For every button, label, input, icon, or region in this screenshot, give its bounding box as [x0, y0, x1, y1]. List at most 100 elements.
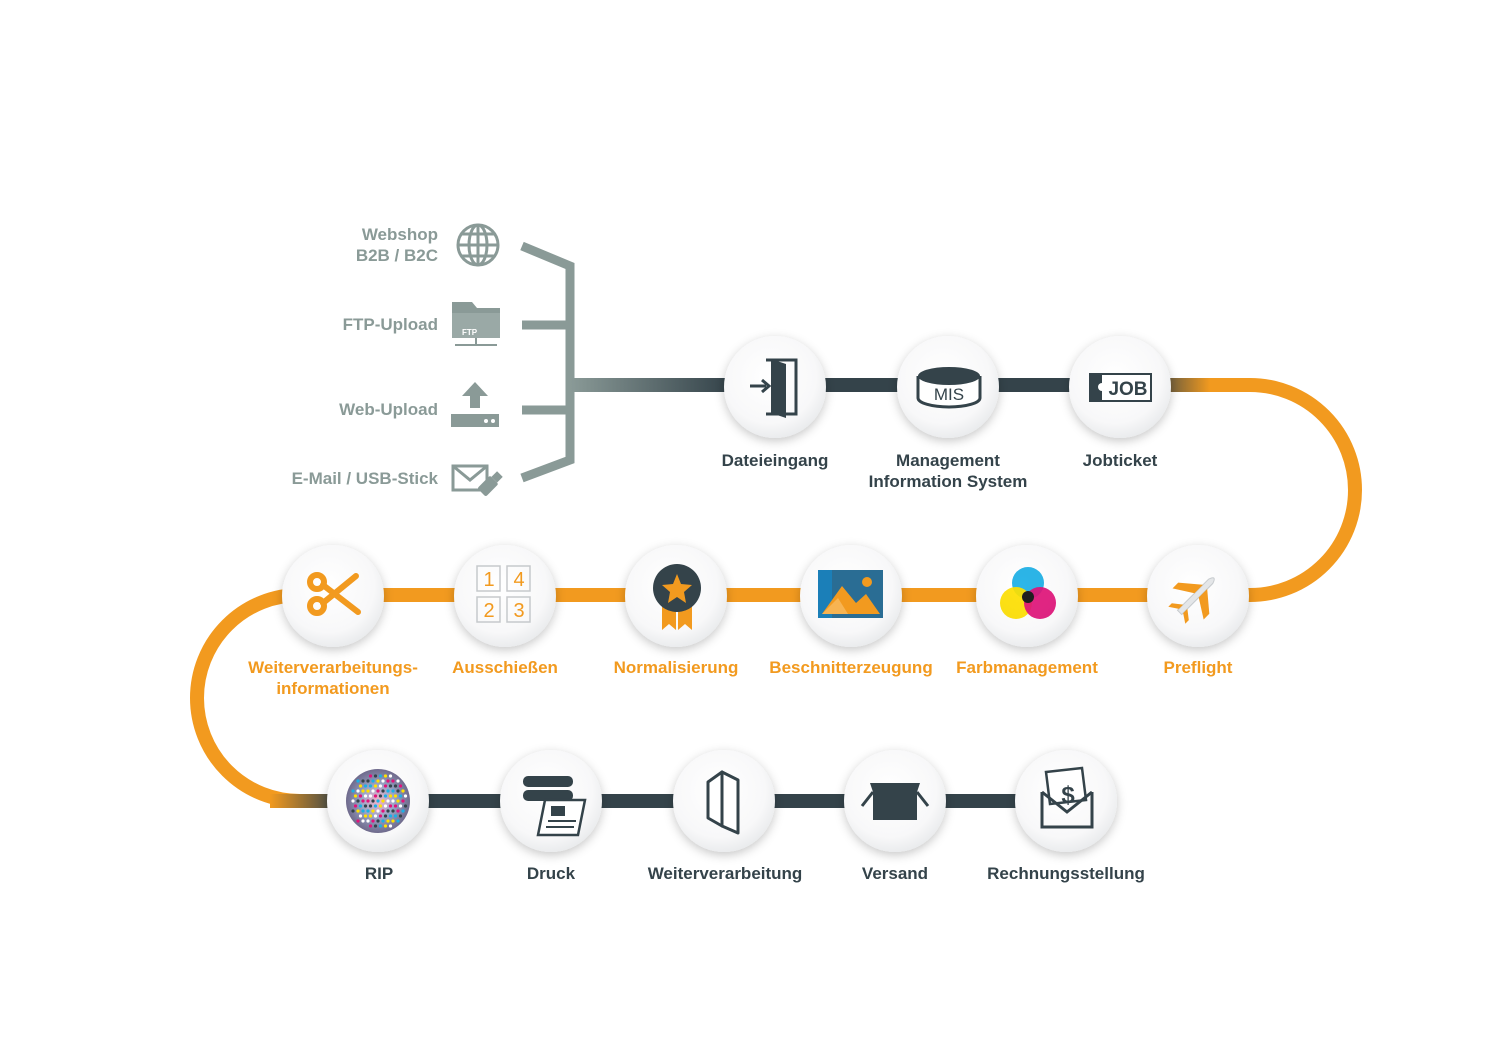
step-label-line: Preflight	[1163, 658, 1233, 677]
step-label-normalisierung: Normalisierung	[614, 657, 739, 678]
job-icon-text: JOB	[1108, 379, 1147, 400]
halftone-dot	[366, 779, 370, 783]
halftone-dot	[363, 784, 368, 788]
halftone-dot	[388, 774, 393, 778]
halftone-dot	[363, 804, 368, 808]
step-label-line: Normalisierung	[613, 658, 739, 677]
halftone-dot	[371, 819, 375, 823]
source-label-email-usb: E-Mail / USB-Stick	[292, 468, 438, 489]
step-label-weiterverarbeitungsinformationen: Weiterverarbeitungs- informationen	[248, 657, 418, 699]
halftone-dot	[366, 799, 370, 803]
halftone-dot	[371, 779, 375, 783]
page-number: 3	[513, 600, 524, 622]
halftone-dot	[353, 794, 358, 798]
door-enter-icon	[750, 358, 798, 418]
source-label-web-upload: Web-Upload	[339, 399, 438, 420]
step-label-line: Rechnungsstellung	[987, 864, 1145, 883]
halftone-dot	[358, 814, 363, 818]
halftone-dot	[368, 814, 373, 818]
halftone-dot	[393, 784, 398, 788]
step-label-weiterverarbeitung: Weiterverarbeitung	[648, 863, 803, 884]
halftone-dot	[373, 824, 378, 828]
ticket-icon: JOB	[1089, 373, 1152, 402]
halftone-dot	[401, 799, 405, 803]
halftone-dot	[361, 779, 365, 783]
halftone-dot	[383, 794, 388, 798]
halftone-dot	[393, 814, 398, 818]
upload-icon	[451, 382, 499, 427]
page-number: 1	[483, 569, 494, 591]
halftone-dot	[383, 824, 388, 828]
halftone-dot	[388, 804, 393, 808]
mis-icon-text: MIS	[934, 385, 964, 404]
halftone-dot	[391, 789, 395, 793]
source-label-line: Webshop	[361, 225, 438, 244]
halftone-dot	[383, 814, 388, 818]
step-label-line: Weiterverarbeitung	[647, 864, 803, 883]
halftone-dot	[381, 819, 385, 823]
step-label-dateieingang: Dateieingang	[722, 450, 829, 471]
halftone-dot	[356, 809, 360, 813]
halftone-dot	[386, 789, 390, 793]
halftone-dot	[376, 789, 380, 793]
imposition-pages-icon: 1 4 2 3	[476, 565, 531, 623]
airplane-icon	[1168, 577, 1215, 624]
envelope-dollar-icon: $	[1040, 766, 1094, 829]
halftone-dot	[403, 794, 408, 798]
dollar-icon-text: $	[1061, 782, 1075, 809]
halftone-dot	[373, 814, 378, 818]
halftone-dot	[356, 779, 360, 783]
halftone-dot	[378, 824, 383, 828]
halftone-dot	[376, 819, 380, 823]
halftone-dot	[383, 804, 388, 808]
halftone-dot	[393, 804, 398, 808]
step-label-line: Druck	[526, 864, 576, 883]
mail-usb-icon	[451, 464, 503, 496]
halftone-dot	[373, 804, 378, 808]
halftone-dot	[353, 804, 358, 808]
halftone-dot	[398, 814, 403, 818]
halftone-dot	[381, 799, 385, 803]
halftone-dot	[388, 784, 393, 788]
color-circles-icon	[1000, 567, 1056, 619]
halftone-dot	[396, 819, 400, 823]
award-star-icon	[653, 564, 701, 630]
halftone-dot	[386, 799, 390, 803]
halftone-dot	[391, 799, 395, 803]
halftone-dot	[356, 789, 360, 793]
source-label-line: B2B / B2C	[355, 246, 438, 265]
halftone-dot	[388, 794, 393, 798]
halftone-dot	[351, 789, 355, 793]
halftone-dot	[361, 809, 365, 813]
step-label-line: Versand	[861, 864, 929, 883]
halftone-dot	[373, 794, 378, 798]
step-label-line: Information System	[868, 472, 1028, 491]
halftone-dot	[396, 779, 400, 783]
step-circle-ausschiessen	[454, 545, 556, 647]
step-label-versand: Versand	[862, 863, 928, 884]
box-icon	[860, 783, 930, 820]
halftone-dot	[378, 794, 383, 798]
step-label-line: Jobticket	[1082, 451, 1158, 470]
scissors-icon	[307, 572, 361, 616]
source-label-ftp: FTP-Upload	[343, 314, 438, 335]
halftone-dot	[401, 809, 405, 813]
halftone-dot	[368, 784, 373, 788]
halftone-dots-icon	[346, 769, 410, 833]
source-bracket	[520, 241, 575, 483]
halftone-dot	[396, 789, 400, 793]
halftone-dot	[368, 794, 373, 798]
halftone-dot	[396, 809, 400, 813]
printing-press-icon	[523, 776, 587, 837]
halftone-dot	[358, 804, 363, 808]
halftone-dot	[351, 799, 355, 803]
halftone-dot	[371, 809, 375, 813]
halftone-dot	[356, 819, 360, 823]
halftone-dot	[398, 794, 403, 798]
halftone-dot	[381, 779, 385, 783]
halftone-dot	[386, 809, 390, 813]
halftone-dot	[373, 774, 378, 778]
source-label-line: Web-Upload	[339, 400, 438, 419]
step-label-mis: Management Information System	[869, 450, 1028, 492]
